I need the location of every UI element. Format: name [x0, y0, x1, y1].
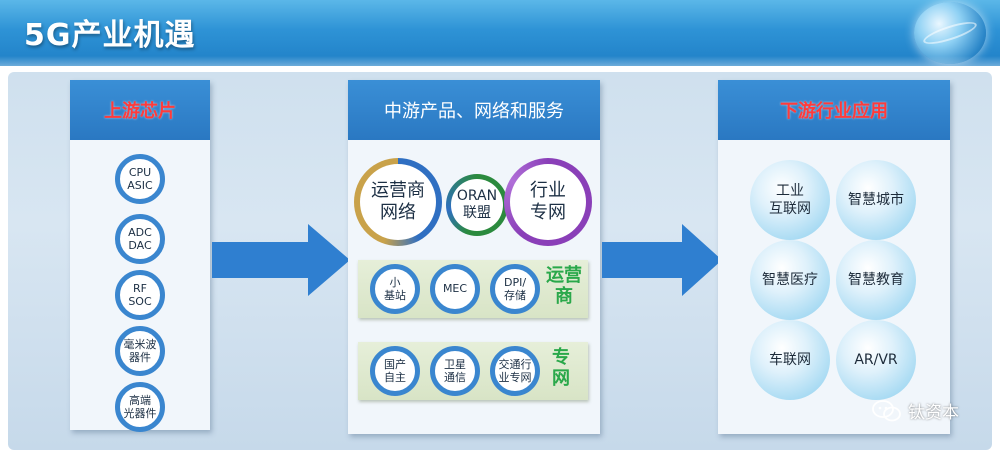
- satellite-comm-ring: 卫星 通信: [430, 346, 480, 396]
- page-title: 5G产业机遇: [24, 18, 196, 53]
- upstream-item-mmwave: 毫米波 器件: [115, 326, 165, 376]
- upstream-item-cpu-asic: CPU ASIC: [115, 154, 165, 204]
- arrow-right-2: [602, 224, 722, 296]
- midstream-column: 中游产品、网络和服务 运营商 网络 ORAN 联盟 行业 专网 小 基站 MEC…: [348, 80, 600, 434]
- dpi-storage-ring: DPI/ 存储: [490, 264, 540, 314]
- arrow-right-1: [212, 224, 350, 296]
- upstream-header: 上游芯片: [70, 80, 210, 140]
- upstream-item-optical: 高端 光器件: [115, 382, 165, 432]
- operator-band: 小 基站 MEC DPI/ 存储 运营 商: [358, 260, 588, 318]
- upstream-item-adc-dac: ADC DAC: [115, 214, 165, 264]
- header-bar: 5G产业机遇: [0, 0, 1000, 66]
- upstream-title: 上游芯片: [104, 101, 176, 122]
- mec-ring: MEC: [430, 264, 480, 314]
- oran-alliance-ring: ORAN 联盟: [446, 174, 508, 236]
- transport-private-network-ring: 交通行 业专网: [490, 346, 540, 396]
- watermark-text: 钛资本: [908, 403, 959, 423]
- smart-education-bubble: 智慧教育: [836, 240, 916, 320]
- globe-icon: [914, 2, 986, 64]
- upstream-item-rf-soc: RF SOC: [115, 270, 165, 320]
- downstream-header: 下游行业应用: [718, 80, 950, 140]
- downstream-title: 下游行业应用: [780, 101, 888, 122]
- smart-healthcare-bubble: 智慧医疗: [750, 240, 830, 320]
- ar-vr-bubble: AR/VR: [836, 320, 916, 400]
- midstream-title: 中游产品、网络和服务: [384, 101, 564, 122]
- downstream-column: 下游行业应用 工业 互联网 智慧城市 智慧医疗 智慧教育 车联网 AR/VR: [718, 80, 950, 434]
- domestic-independent-ring: 国产 自主: [370, 346, 420, 396]
- watermark: 钛资本: [872, 398, 959, 423]
- operator-band-label: 运营 商: [546, 265, 582, 307]
- operator-network-ring: 运营商 网络: [354, 158, 442, 246]
- small-cell-ring: 小 基站: [370, 264, 420, 314]
- midstream-header: 中游产品、网络和服务: [348, 80, 600, 140]
- upstream-column: 上游芯片 CPU ASIC ADC DAC RF SOC 毫米波 器件 高端 光…: [70, 80, 210, 432]
- diagram-stage: 上游芯片 CPU ASIC ADC DAC RF SOC 毫米波 器件 高端 光…: [8, 72, 992, 450]
- private-network-band: 国产 自主 卫星 通信 交通行 业专网 专 网: [358, 342, 588, 400]
- connected-vehicles-bubble: 车联网: [750, 320, 830, 400]
- smart-city-bubble: 智慧城市: [836, 160, 916, 240]
- private-band-label: 专 网: [552, 347, 570, 389]
- industrial-internet-bubble: 工业 互联网: [750, 160, 830, 240]
- wechat-icon: [872, 399, 901, 421]
- industry-private-network-ring: 行业 专网: [504, 158, 592, 246]
